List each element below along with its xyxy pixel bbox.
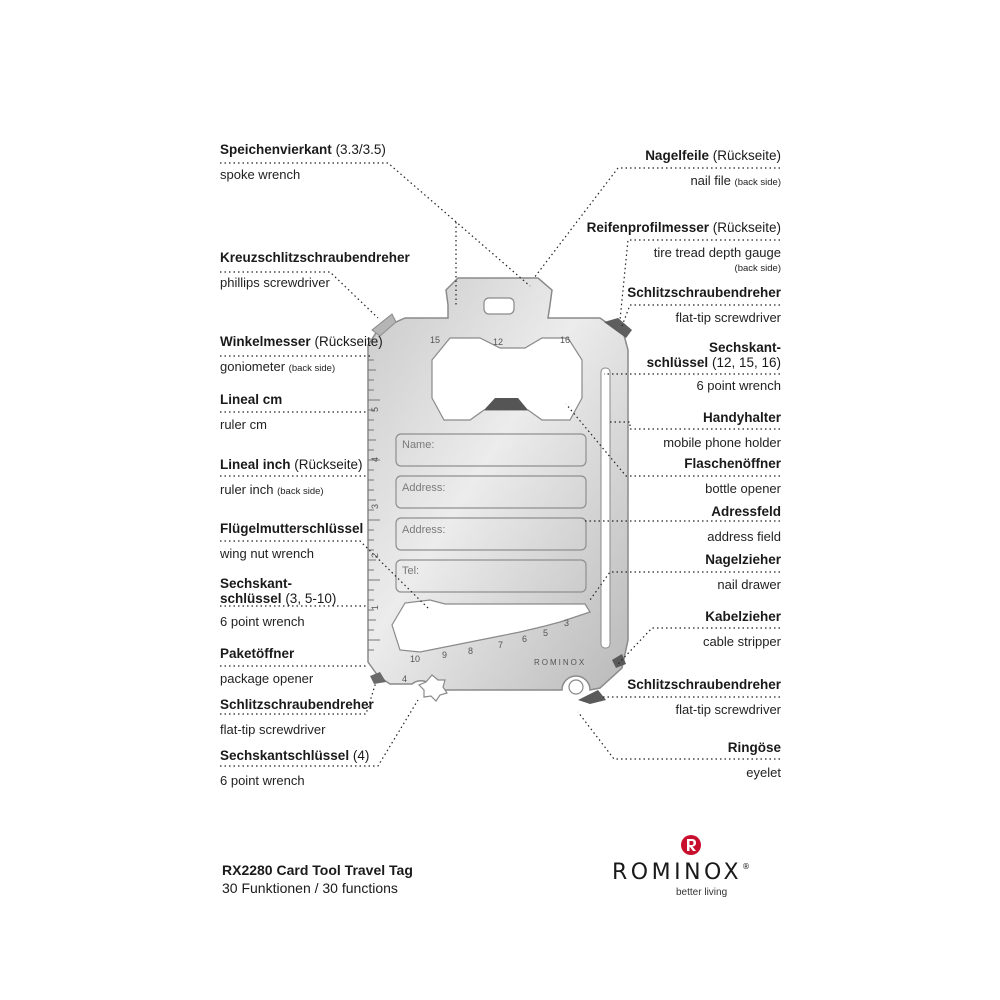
wrench-size-7: 7 <box>498 640 503 650</box>
phillips-tip <box>371 313 397 337</box>
field-label-tel: Tel: <box>402 565 419 577</box>
field-label-address1: Address: <box>402 482 445 494</box>
hex-wrench-cutout <box>431 337 583 421</box>
label-spoke-wrench: Speichenvierkant (3.3/3.5) spoke wrench <box>220 142 386 182</box>
multi-size-wrench-cutout <box>391 599 591 653</box>
label-ruler-cm: Lineal cm ruler cm <box>220 392 283 432</box>
label-goniometer: Winkelmesser (Rückseite) goniometer (bac… <box>220 334 383 374</box>
label-flat-tip-bottom: Schlitzschraubendreher flat-tip screwdri… <box>627 677 781 717</box>
hex-size-15: 15 <box>430 335 440 345</box>
eyelet-hole <box>568 679 584 695</box>
ruler-label-3: 3 <box>370 504 380 509</box>
card-engraving: ROMINOX <box>534 658 586 667</box>
label-hex-wrench-4: Sechskantschlüssel (4) 6 point wrench <box>220 748 370 788</box>
hex-cutout-shadow <box>484 398 528 410</box>
label-address-field: Adressfeld address field <box>707 504 781 544</box>
hex4-star-cutout <box>417 674 448 702</box>
ruler-label-2: 2 <box>370 553 380 558</box>
hex4-size-label: 4 <box>402 674 407 684</box>
label-nail-drawer: Nagelzieher nail drawer <box>705 552 781 592</box>
address-field-address2 <box>395 517 587 551</box>
label-flat-tip-top: Schlitzschraubendreher flat-tip screwdri… <box>627 285 781 325</box>
label-phillips-screwdriver: Kreuzschlitzschraubendreher phillips scr… <box>220 250 410 290</box>
field-label-address2: Address: <box>402 524 445 536</box>
wrench-size-6: 6 <box>522 634 527 644</box>
ruler-cm-ticks <box>368 359 380 651</box>
wrench-size-10: 10 <box>410 654 420 664</box>
ruler-label-5: 5 <box>370 407 380 412</box>
brand-name: ROMINOX® <box>612 860 751 885</box>
rominox-logo-icon <box>681 835 701 855</box>
wrench-size-5: 5 <box>543 628 548 638</box>
brand-tagline: better living <box>676 887 728 898</box>
product-subtitle: 30 Funktionen / 30 functions <box>222 880 398 896</box>
label-flat-tip-left: Schlitzschraubendreher flat-tip screwdri… <box>220 697 374 737</box>
hex-size-12: 12 <box>493 337 503 347</box>
ruler-label-1: 1 <box>370 605 380 610</box>
field-label-name: Name: <box>402 439 434 451</box>
label-nail-file: Nagelfeile (Rückseite) nail file (back s… <box>645 148 781 188</box>
label-phone-holder: Handyhalter mobile phone holder <box>663 410 781 450</box>
label-ruler-inch: Lineal inch (Rückseite) ruler inch (back… <box>220 457 363 497</box>
address-field-name <box>395 433 587 467</box>
label-cable-stripper: Kabelzieher cable stripper <box>702 609 781 649</box>
wrench-size-9: 9 <box>442 650 447 660</box>
label-hex-wrench-left: Sechskant- schlüssel (3, 5-10) 6 point w… <box>220 576 337 629</box>
hex-size-16: 16 <box>560 335 570 345</box>
phone-holder-slot <box>600 367 611 649</box>
bottom-left-blade <box>370 672 386 684</box>
address-field-address1 <box>395 475 587 509</box>
label-eyelet: Ringöse eyelet <box>727 740 781 780</box>
flat-tip-blade-bottom <box>578 690 606 704</box>
ruler-label-4: 4 <box>370 457 380 462</box>
flat-tip-blade-top <box>604 318 632 338</box>
label-package-opener: Paketöffner package opener <box>220 646 314 686</box>
hanger-slot <box>483 297 515 315</box>
label-bottle-opener: Flaschenöffner bottle opener <box>684 456 781 496</box>
wrench-size-3: 3 <box>564 618 569 628</box>
label-hex-wrench-right: Sechskant- schlüssel (12, 15, 16) 6 poin… <box>646 340 781 393</box>
label-wing-nut-wrench: Flügelmutterschlüssel wing nut wrench <box>220 521 364 561</box>
leader-lines <box>220 162 780 767</box>
wrench-size-8: 8 <box>468 646 473 656</box>
cable-stripper-notch <box>612 654 626 668</box>
product-title: RX2280 Card Tool Travel Tag <box>222 862 413 878</box>
label-tire-tread-gauge: Reifenprofilmesser (Rückseite) tire trea… <box>586 220 781 275</box>
